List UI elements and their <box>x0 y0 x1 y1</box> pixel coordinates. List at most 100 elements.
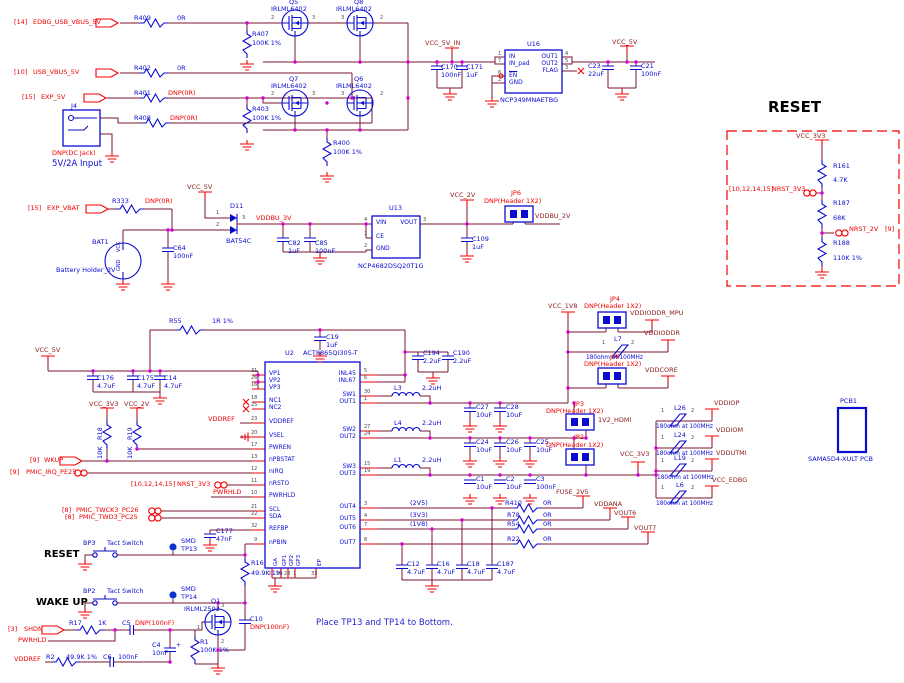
c21-ref: C21 <box>641 62 654 70</box>
u2-pin: GP1 <box>282 554 288 566</box>
l1-val: 2.2uH <box>422 456 442 464</box>
u2-pin: OUT6 <box>339 524 356 531</box>
r19-ref: R19 <box>126 427 134 440</box>
u13-pin: CE <box>376 233 384 240</box>
c82-ref: C82 <box>288 239 301 247</box>
q8-val: IRLML6402 <box>336 5 372 13</box>
q7-ref: Q7 <box>289 75 299 83</box>
u2-pin: GP2 <box>289 554 295 566</box>
r54-val: 0R <box>543 520 552 528</box>
pin: 19 <box>364 468 371 474</box>
c177-ref: C177 <box>216 527 233 535</box>
c194-ref: C194 <box>423 349 440 357</box>
q8-ref: Q8 <box>354 0 364 6</box>
u13-pin: VOUT <box>400 219 417 226</box>
u16-pin: OUT1 <box>541 53 558 60</box>
r407-ref: R407 <box>252 30 269 38</box>
jp3-ref: JP3 <box>574 400 584 408</box>
c25-val: 10uF <box>536 446 553 454</box>
c27-ref: C27 <box>476 403 489 411</box>
c1-val: 10uF <box>476 483 493 491</box>
wakeup-btn-label: WAKE UP <box>36 597 88 608</box>
pin: 7 <box>498 58 502 64</box>
net-nrst-2v: NRST_2V <box>849 225 879 233</box>
d11-ref: D11 <box>230 202 244 210</box>
u16-pin: EN <box>509 72 518 79</box>
c21-val: 100nF <box>641 70 662 78</box>
pin: 6 <box>498 70 502 76</box>
pageref: [10,12,14,15] <box>131 480 176 488</box>
r55-ref: R55 <box>169 317 182 325</box>
pin: 2 <box>498 77 502 83</box>
bat1-ref: BAT1 <box>92 238 109 246</box>
reset-btn-label: RESET <box>44 549 80 560</box>
c190-val: 2.2uF <box>453 357 472 365</box>
r19-val: 10K <box>126 446 134 459</box>
c19-ref: C19 <box>326 333 339 341</box>
net-1v8: (1V8) <box>410 520 428 528</box>
l6-ref: L6 <box>676 481 684 489</box>
r400-ref: R400 <box>333 139 350 147</box>
net-vcc-5v: VCC_5V <box>612 38 638 46</box>
c1-ref: C1 <box>476 475 485 483</box>
c18-ref: C18 <box>467 560 480 568</box>
net-vddioddr-mpu: VDDIODDR_MPU <box>630 309 684 317</box>
u2-pin: VDDREF <box>269 418 294 425</box>
pin: 3 <box>341 91 345 97</box>
r161-val: 4.7K <box>833 176 848 184</box>
note-placement: Place TP13 and TP14 to Bottom. <box>316 618 453 628</box>
net-vddbu-2v: VDDBU_2V <box>535 212 571 220</box>
en-active-low-bubble <box>498 73 504 79</box>
net-vddiop: VDDIOP <box>714 399 740 407</box>
r188-val: 110K 1% <box>833 254 863 262</box>
net-vcc-5v-in: VCC_5V_IN <box>425 39 461 47</box>
c176-val: 4.7uF <box>97 382 116 390</box>
net-pmic-irq: PMIC_IRQ_PE25 <box>26 468 77 476</box>
net-pwrhld: PWRHLD <box>213 488 242 496</box>
u2-pin: GP3 <box>296 554 302 566</box>
net-vcc-5v: VCC_5V <box>187 183 213 191</box>
r401-val: DNP(0R) <box>168 89 196 97</box>
r17-ref: R17 <box>69 619 82 627</box>
pin: 2 <box>631 340 635 346</box>
pin: 26 <box>251 375 258 381</box>
u2-ref: U2 <box>285 349 294 357</box>
c6-val: 100nF <box>118 653 139 661</box>
u2-pin: OUT7 <box>339 539 356 546</box>
pin: 1 <box>216 210 220 216</box>
net-edbg-usb-vbus-5v: EDBG_USB_VBUS_5V <box>33 18 101 26</box>
r333-val: DNP(0R) <box>145 197 173 205</box>
bp2-ref: BP2 <box>83 587 96 595</box>
c27-val: 10uF <box>476 411 493 419</box>
c2-val: 10uF <box>506 483 523 491</box>
pin: 2 <box>691 408 695 414</box>
r187-ref: R187 <box>833 199 850 207</box>
pin: 3 <box>242 215 246 221</box>
pageref: [9] <box>10 468 20 476</box>
pin: 24 <box>364 431 371 437</box>
l3-val: 2.2uH <box>422 384 442 392</box>
pin: 1 <box>661 485 665 491</box>
pin: 2 <box>380 91 384 97</box>
c194-val: 2.2uF <box>423 357 442 365</box>
c28-val: 10uF <box>506 411 523 419</box>
c16-val: 4.7uF <box>437 568 456 576</box>
pin: 16 <box>251 382 258 388</box>
u16-ref: U16 <box>527 40 541 48</box>
r16-ref: R16 <box>251 559 264 567</box>
j4-desc: 5V/2A Input <box>52 159 103 169</box>
net-exp-5v: EXP_5V <box>41 93 66 101</box>
jp5-ref: JP5 <box>610 353 620 361</box>
l4-val: 2.2uH <box>422 419 442 427</box>
jp4-ref: JP4 <box>610 295 620 303</box>
c3-val: 100nF <box>536 483 557 491</box>
pin: 29 <box>276 571 283 577</box>
c85-val: 100nF <box>315 247 336 255</box>
pin: 2 <box>691 435 695 441</box>
c175-ref: C175 <box>137 374 154 382</box>
j4-dnp: DNP(DC Jack) <box>52 149 96 157</box>
u16-pin: IN_pad <box>509 60 530 67</box>
pageref: [15] <box>28 204 42 212</box>
net-vcc-5v: VCC_5V <box>35 346 61 354</box>
